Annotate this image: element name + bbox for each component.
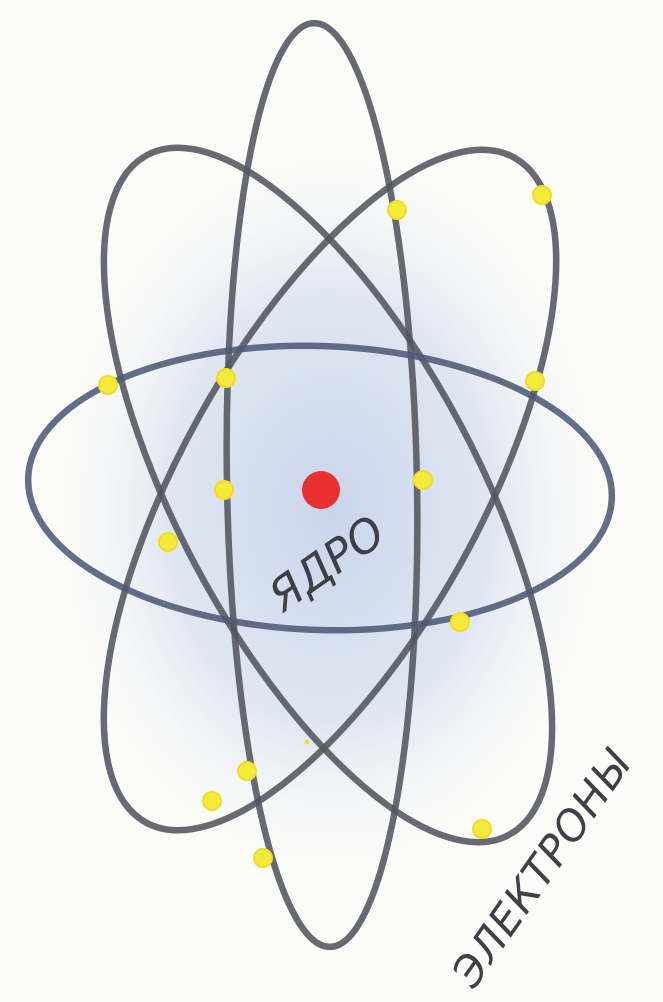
- electron-4: [217, 369, 235, 387]
- nucleus: [302, 471, 340, 509]
- electron-7: [414, 471, 432, 489]
- electron-12: [473, 820, 491, 838]
- electron-3: [99, 376, 117, 394]
- electron-1: [388, 201, 406, 219]
- electron-6: [215, 481, 233, 499]
- electron-13: [254, 849, 272, 867]
- electron-9: [451, 613, 469, 631]
- electron-11: [203, 792, 221, 810]
- electron-10: [238, 762, 256, 780]
- electron-5: [526, 372, 544, 390]
- electron-14: [306, 741, 309, 744]
- electron-8: [159, 533, 177, 551]
- electron-2: [533, 186, 551, 204]
